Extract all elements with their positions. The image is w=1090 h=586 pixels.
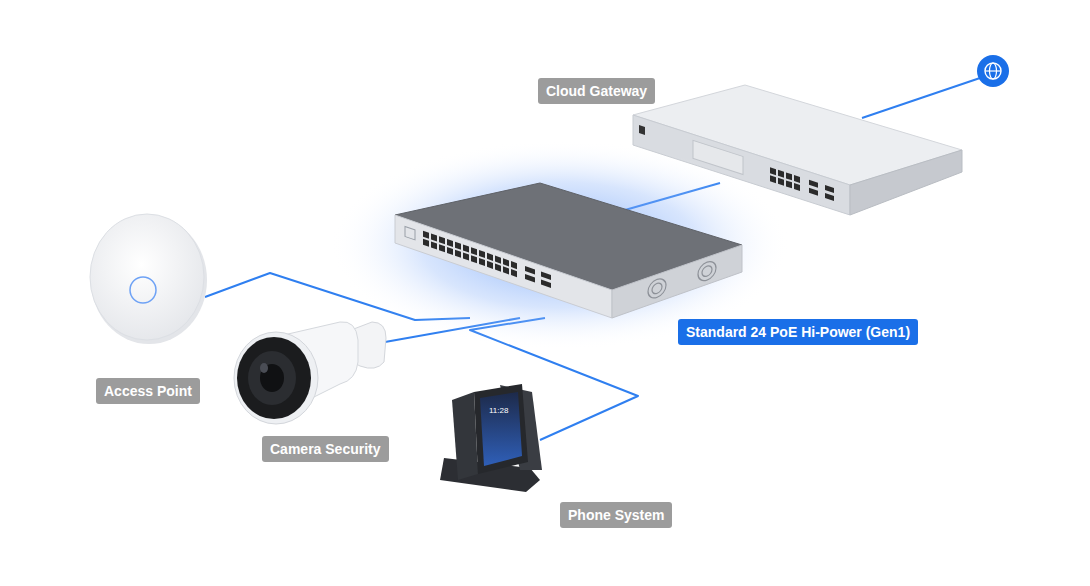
camera-device [234, 322, 386, 424]
device-label: Phone System [560, 502, 672, 528]
phone-node: Phone System [440, 372, 540, 490]
screen-clock: 11:28 [489, 406, 508, 415]
phone-device [440, 384, 542, 492]
gateway-node: Cloud Gateway [720, 90, 965, 215]
device-label: Standard 24 PoE Hi-Power (Gen1) [678, 319, 918, 345]
internet-line [862, 78, 980, 118]
access-point-device [90, 214, 207, 344]
camera-node: Camera Security [233, 318, 385, 422]
access-point-node: Access Point [88, 212, 205, 342]
switch-node: Standard 24 PoE Hi-Power (Gen1) [395, 210, 717, 318]
switch-device [395, 183, 742, 318]
device-label: Access Point [96, 378, 200, 404]
device-label: Camera Security [262, 436, 389, 462]
device-label: Cloud Gateway [538, 78, 655, 104]
globe-icon [977, 55, 1009, 87]
